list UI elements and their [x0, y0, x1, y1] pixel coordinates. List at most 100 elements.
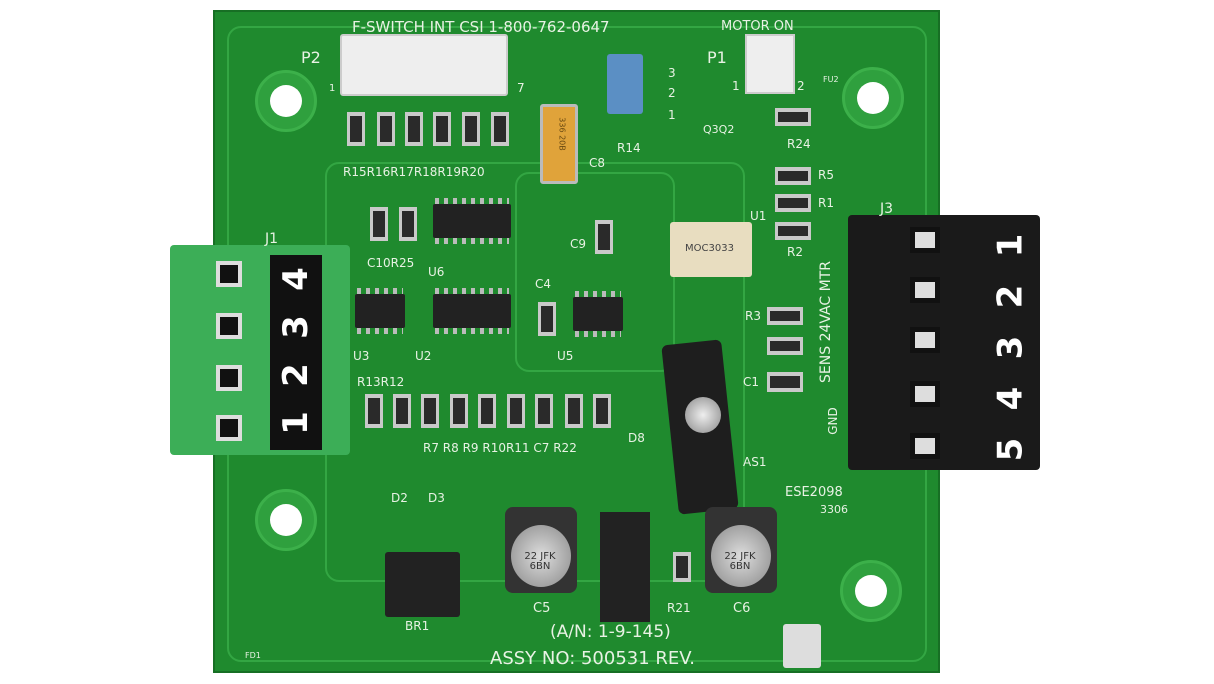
j3-label: J3: [880, 201, 894, 217]
terminal-screw[interactable]: [910, 327, 940, 353]
terminal-screw[interactable]: [910, 381, 940, 407]
optocoupler: [670, 222, 752, 277]
br1-label: BR1: [405, 619, 430, 633]
p2-pin7: 7: [517, 81, 525, 95]
mounting-hole: [255, 70, 317, 132]
capacitor: [565, 394, 583, 428]
r21-label: R21: [667, 601, 691, 615]
label-sticker: [783, 624, 821, 668]
voltage-regulator: [600, 512, 650, 622]
c1-label: C1: [743, 375, 760, 389]
resistor: [775, 108, 811, 126]
r2-label: R2: [787, 245, 803, 259]
r14-label: R14: [617, 141, 641, 155]
p1-pin1: 1: [732, 79, 740, 93]
terminal-number: 3: [276, 315, 316, 339]
left-terminal-block: 4 3 2 1: [170, 245, 350, 455]
resistor: [593, 394, 611, 428]
p2-pin1: 1: [329, 83, 336, 94]
r1-label: R1: [818, 196, 834, 210]
c6-label: C6: [733, 601, 751, 616]
p2-label: P2: [301, 48, 321, 67]
potentiometer: [607, 54, 643, 114]
terminal-screw[interactable]: [216, 365, 242, 391]
p1-pin2: 2: [797, 79, 805, 93]
bridge-rectifier: [385, 552, 460, 617]
resistor: [507, 394, 525, 428]
assy-text: ASSY NO: 500531 REV.: [490, 648, 696, 669]
terminal-screw[interactable]: [910, 433, 940, 459]
d2-label: D2: [391, 491, 408, 505]
u5-label: U5: [557, 349, 574, 363]
capacitor-c5: [505, 507, 577, 593]
resistor: [421, 394, 439, 428]
terminal-number-strip: 4 3 2 1: [270, 255, 322, 450]
ul-mark: ESE2098: [785, 485, 843, 500]
resistor: [377, 112, 395, 146]
date-code: 3306: [820, 503, 848, 516]
terminal-screw[interactable]: [910, 227, 940, 253]
terminal-number: 4: [276, 267, 316, 291]
u3-label: U3: [353, 349, 370, 363]
pot-pin2: 2: [668, 86, 676, 100]
resistor: [365, 394, 383, 428]
resistor: [491, 112, 509, 146]
board-trace: [515, 172, 675, 372]
screw: [685, 397, 721, 433]
top-silkscreen-text: F-SWITCH INT CSI 1-800-762-0647: [352, 18, 610, 36]
terminal-screw[interactable]: [216, 261, 242, 287]
terminal-number: 2: [990, 284, 1031, 309]
q3q2-label: Q3Q2: [703, 123, 735, 136]
terminal-number: 3: [990, 335, 1031, 360]
resistor: [767, 337, 803, 355]
resistor-row-top-labels: R15R16R17R18R19R20: [343, 165, 485, 179]
pot-pin3: 3: [668, 66, 676, 80]
resistor: [433, 112, 451, 146]
r13r12-label: R13R12: [357, 375, 405, 389]
as1-label: AS1: [743, 455, 767, 469]
terminal-screw[interactable]: [216, 313, 242, 339]
u2-label: U2: [415, 349, 432, 363]
c10r25-label: C10R25: [367, 256, 415, 270]
terminal-screw[interactable]: [910, 277, 940, 303]
terminal-number: 1: [276, 411, 316, 435]
ic-u6: [433, 198, 511, 244]
resistor: [775, 167, 811, 185]
terminal-screw[interactable]: [216, 415, 242, 441]
u6-label: U6: [428, 265, 445, 279]
motor-on-label: MOTOR ON: [721, 19, 794, 34]
capacitor: [538, 302, 556, 336]
tantalum-marking: 336 20B: [557, 117, 567, 151]
mounting-hole: [840, 560, 902, 622]
resistor: [462, 112, 480, 146]
pot-pin1: 1: [668, 108, 676, 122]
resistor: [535, 394, 553, 428]
r3-label: R3: [745, 309, 761, 323]
resistor: [775, 194, 811, 212]
ic-u3: [355, 288, 405, 334]
p1-label: P1: [707, 48, 727, 67]
resistor: [673, 552, 691, 582]
optocoupler-marking: MOC3033: [685, 243, 734, 254]
capacitor: [767, 372, 803, 392]
fd1-label: FD1: [245, 651, 261, 660]
terminal-number: 4: [990, 386, 1031, 411]
u1-label: U1: [750, 209, 767, 223]
tantalum-capacitor: [540, 104, 578, 184]
c6-marking: 22 JFK 6BN: [724, 551, 756, 572]
resistor-row-bottom-labels: R7 R8 R9 R10R11 C7 R22: [423, 441, 577, 455]
mounting-hole: [255, 489, 317, 551]
c5-marking: 22 JFK 6BN: [524, 551, 556, 572]
ic-u5: [573, 291, 623, 337]
resistor: [347, 112, 365, 146]
d3-label: D3: [428, 491, 445, 505]
terminal-number-strip: 1 2 3 4 5: [986, 220, 1036, 465]
ic-u2: [433, 288, 511, 334]
right-terminal-block: 1 2 3 4 5: [848, 215, 1040, 470]
p1-connector: [745, 34, 795, 94]
c8-label: C8: [589, 156, 606, 170]
gnd-label: GND: [825, 407, 840, 435]
terminal-number: 1: [990, 233, 1031, 258]
capacitor: [370, 207, 388, 241]
capacitor: [595, 220, 613, 254]
